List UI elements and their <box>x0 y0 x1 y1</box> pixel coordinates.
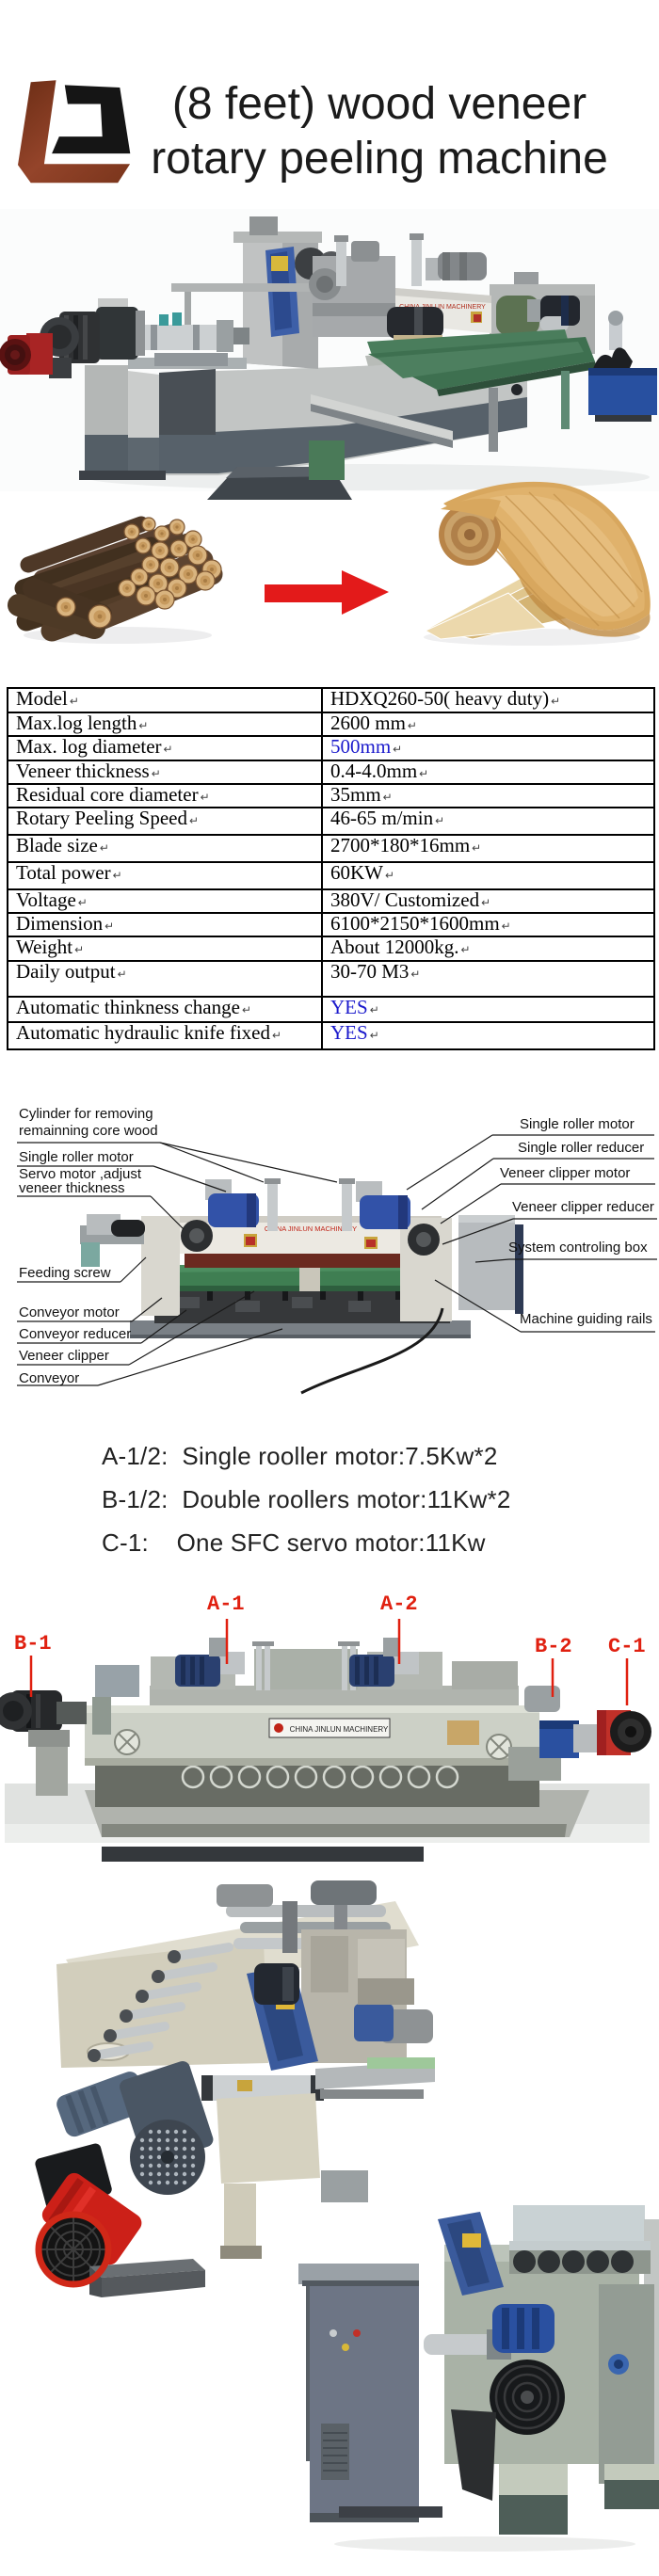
svg-text:CHINA JINLUN MACHINERY: CHINA JINLUN MACHINERY <box>290 1725 389 1734</box>
svg-text:CHINA JINLUN MACHINERY: CHINA JINLUN MACHINERY <box>399 304 486 311</box>
svg-text:CHINA JINLUN MACHINERY: CHINA JINLUN MACHINERY <box>265 1224 357 1233</box>
